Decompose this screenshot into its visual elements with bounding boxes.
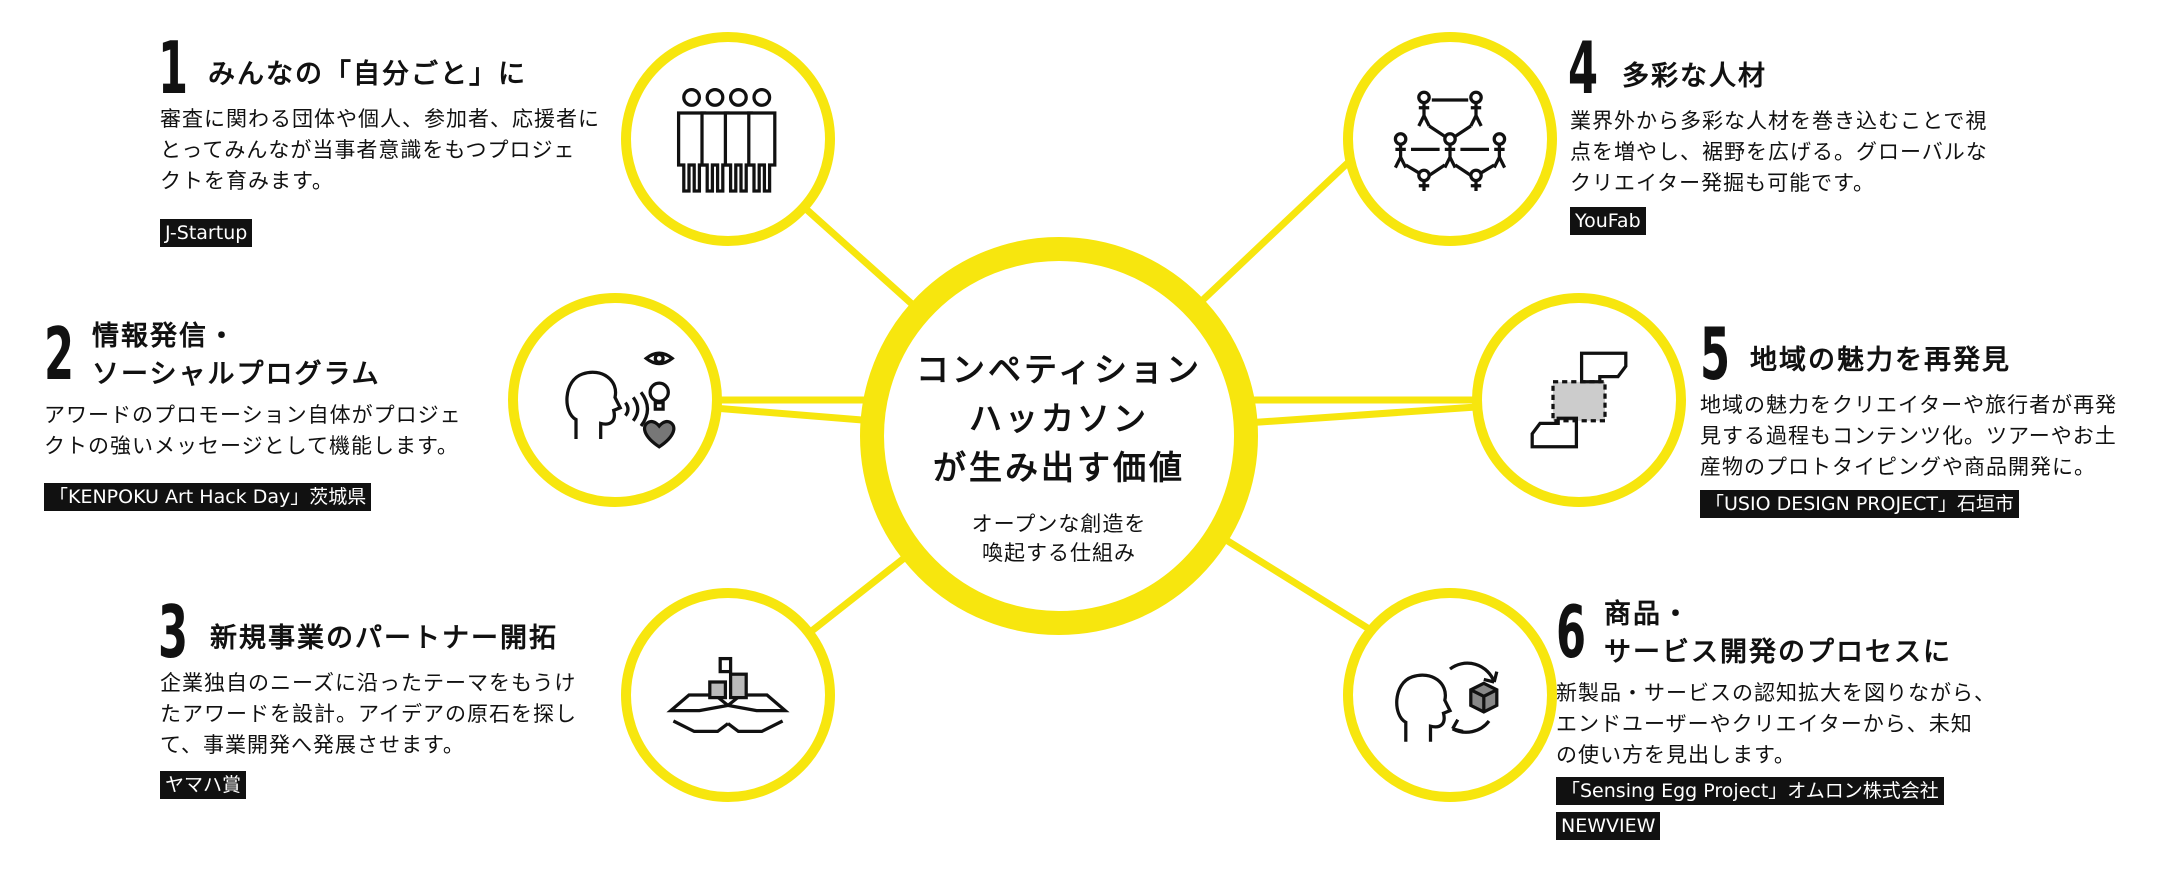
center-title: コンペティション ハッカソン が生み出す価値 <box>915 350 1203 487</box>
item-number: 5 <box>1700 312 1731 396</box>
icon-circle-4 <box>1343 32 1557 246</box>
item-number: 3 <box>158 590 189 674</box>
icon-circle-3 <box>621 588 835 802</box>
item-description: 企業独自のニーズに沿ったテーマをもうけ たアワードを設計。アイデアの原石を探し … <box>160 671 577 757</box>
hands-offering-icon <box>666 656 790 734</box>
icon-circle-1 <box>621 32 835 246</box>
item-heading: 情報発信・ ソーシャルプログラム <box>92 321 381 390</box>
example-tag: YouFab <box>1570 207 1646 235</box>
item-heading: 多彩な人材 <box>1622 61 1767 92</box>
example-tag: NEWVIEW <box>1556 812 1661 840</box>
frame-hands-icon <box>1530 351 1628 449</box>
example-tag: 「Sensing Egg Project」オムロン株式会社 <box>1556 777 1944 805</box>
example-tag: 「USIO DESIGN PROJECT」石垣市 <box>1700 490 2019 518</box>
speaking-person-icon <box>565 351 676 449</box>
item-heading: 新規事業のパートナー開拓 <box>210 623 558 654</box>
example-tag: ヤマハ賞 <box>160 771 247 799</box>
center-subtitle: オープンな創造を 喚起する仕組み <box>971 512 1147 565</box>
icon-circle-2 <box>508 293 722 507</box>
network-people-icon <box>1393 90 1507 191</box>
item-number: 6 <box>1556 590 1587 674</box>
icon-circle-6 <box>1343 588 1557 802</box>
icon-circle-5 <box>1472 293 1686 507</box>
item-number: 1 <box>158 26 189 110</box>
item-number: 4 <box>1568 26 1599 110</box>
item-description: 地域の魅力をクリエイターや旅行者が再発 見する過程もコンテンツ化。ツアーやお土 … <box>1700 393 2118 479</box>
item-heading: 地域の魅力を再発見 <box>1750 345 2011 376</box>
item-description: アワードのプロモーション自体がプロジェ クトの強いメッセージとして機能します。 <box>44 403 462 458</box>
people-group-icon <box>676 87 777 193</box>
item-description: 審査に関わる団体や個人、参加者、応援者に とってみんなが当事者意識をもつプロジェ… <box>160 107 600 193</box>
item-description: 新製品・サービスの認知拡大を図りながら、 エンドユーザーやクリエイターから、未知… <box>1556 681 1996 767</box>
item-heading: 商品・ サービス開発のプロセスに <box>1604 599 1952 668</box>
center-value-circle: コンペティション ハッカソン が生み出す価値 オープンな創造を 喚起する仕組み <box>860 237 1258 635</box>
item-heading: みんなの「自分ごと」に <box>208 59 527 90</box>
person-cycle-box-icon <box>1395 661 1499 742</box>
example-tag: J-Startup <box>160 219 253 247</box>
item-description: 業界外から多彩な人材を巻き込むことで視 点を増やし、裾野を広げる。グローバルな … <box>1570 109 1988 195</box>
item-number: 2 <box>44 312 75 396</box>
example-tag: 「KENPOKU Art Hack Day」茨城県 <box>44 483 372 511</box>
